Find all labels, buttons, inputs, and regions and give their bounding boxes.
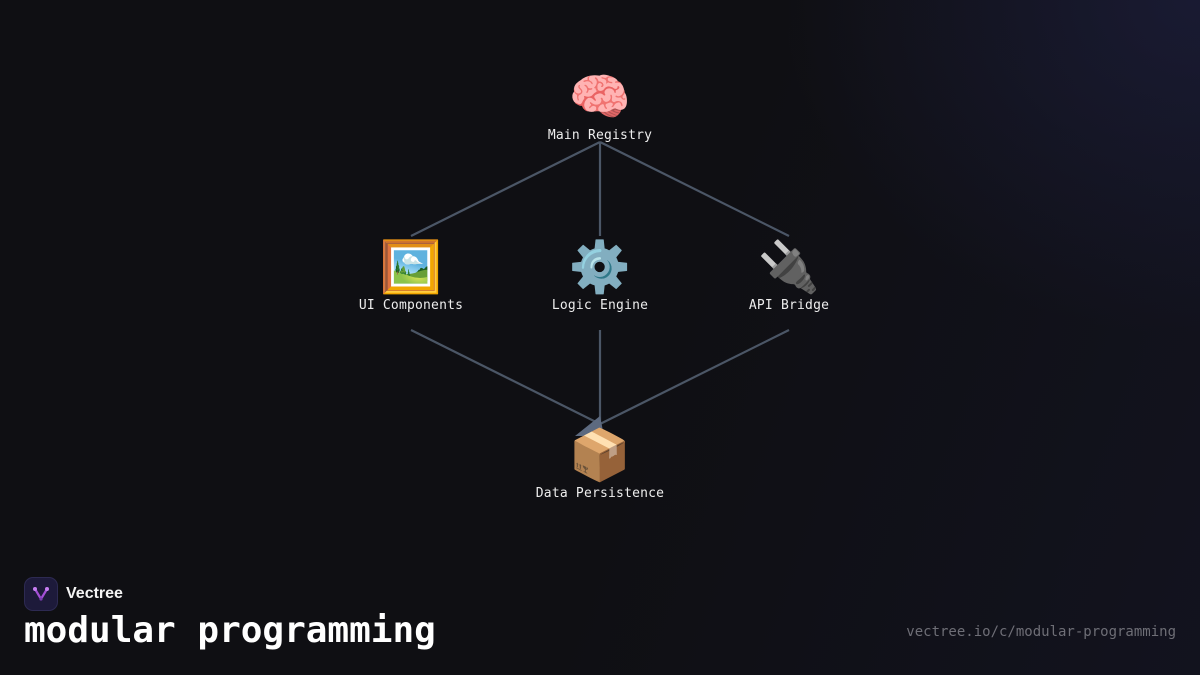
node-main-registry[interactable]: 🧠 Main Registry	[500, 66, 700, 143]
edge-main-registry-ui-components	[410, 141, 601, 237]
edge-ui-components-data-persistence	[410, 329, 601, 425]
node-label: UI Components	[358, 298, 464, 313]
edge-main-registry-api-bridge	[599, 141, 790, 237]
gear-icon: ⚙️	[568, 238, 632, 296]
edge-api-bridge-data-persistence	[599, 329, 790, 425]
brain-icon: 🧠	[568, 68, 632, 126]
arrow-head	[575, 416, 604, 436]
node-ui-components[interactable]: 🖼️ UI Components	[311, 236, 511, 313]
node-api-bridge[interactable]: 🔌 API Bridge	[689, 236, 889, 313]
node-label: API Bridge	[748, 298, 830, 313]
node-label: Data Persistence	[535, 486, 665, 501]
brand[interactable]: Vectree	[24, 577, 123, 611]
node-logic-engine[interactable]: ⚙️ Logic Engine	[500, 236, 700, 313]
page-url[interactable]: vectree.io/c/modular-programming	[906, 624, 1176, 640]
vectree-logo-icon	[24, 577, 58, 611]
node-label: Main Registry	[547, 128, 653, 143]
node-data-persistence[interactable]: 📦 Data Persistence	[500, 424, 700, 501]
node-label: Logic Engine	[551, 298, 649, 313]
package-icon: 📦	[568, 426, 632, 484]
framed-picture-icon: 🖼️	[379, 238, 443, 296]
electric-plug-icon: 🔌	[757, 238, 821, 296]
brand-name: Vectree	[66, 585, 123, 602]
page-title: modular programming	[24, 610, 436, 651]
